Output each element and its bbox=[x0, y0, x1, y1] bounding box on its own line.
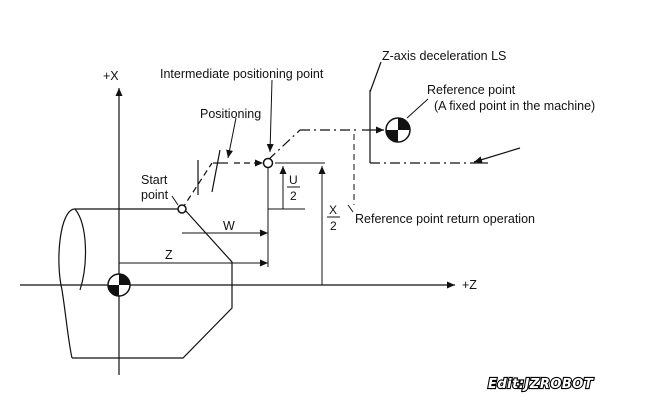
intermediate-point-label: Intermediate positioning point bbox=[160, 67, 324, 81]
axes bbox=[20, 88, 455, 375]
workpiece bbox=[58, 208, 233, 359]
return-diagonal bbox=[267, 129, 301, 161]
return-operation-label: Reference point return operation bbox=[355, 212, 535, 226]
tool-path bbox=[181, 149, 263, 210]
watermark: Edit:JZROBOT bbox=[488, 377, 594, 392]
positioning-label: Positioning bbox=[200, 107, 261, 121]
x-denominator: 2 bbox=[330, 219, 337, 233]
intermediate-point-marker bbox=[262, 157, 274, 169]
x-numerator: X bbox=[329, 203, 337, 217]
start-to-corner-path bbox=[181, 162, 213, 210]
dimensions bbox=[119, 134, 355, 285]
positioning-tick-left bbox=[211, 149, 221, 193]
decel-ls-leader bbox=[369, 61, 382, 93]
start-point-label-1: Start bbox=[141, 173, 168, 187]
start-point-marker bbox=[177, 204, 187, 214]
decel-direction-arrow bbox=[473, 147, 521, 164]
leaders bbox=[171, 79, 429, 213]
u-denominator: 2 bbox=[290, 189, 297, 203]
plus-x-label: +X bbox=[103, 69, 119, 83]
return-op-leader bbox=[347, 204, 354, 213]
w-label: W bbox=[223, 219, 235, 233]
reference-point-label-1: Reference point bbox=[427, 83, 516, 97]
u-numerator: U bbox=[289, 173, 298, 187]
reference-point-symbol bbox=[385, 117, 411, 143]
z-label: Z bbox=[165, 248, 173, 262]
z-decel-ls-label: Z-axis deceleration LS bbox=[382, 49, 506, 63]
workpiece-profile bbox=[72, 209, 233, 359]
reference-point-leader bbox=[406, 98, 429, 119]
plus-z-label: +Z bbox=[462, 278, 477, 292]
start-point-label-2: point bbox=[141, 188, 169, 202]
reference-point-label-2: (A fixed point in the machine) bbox=[434, 99, 595, 113]
workpiece-break-inner bbox=[74, 208, 87, 291]
workpiece-left-break bbox=[58, 208, 76, 359]
origin-center-symbol bbox=[107, 273, 131, 297]
positioning-leader bbox=[226, 117, 237, 159]
intermediate-leader bbox=[266, 79, 274, 153]
start-point-leader bbox=[171, 195, 179, 206]
return-path bbox=[267, 61, 521, 164]
